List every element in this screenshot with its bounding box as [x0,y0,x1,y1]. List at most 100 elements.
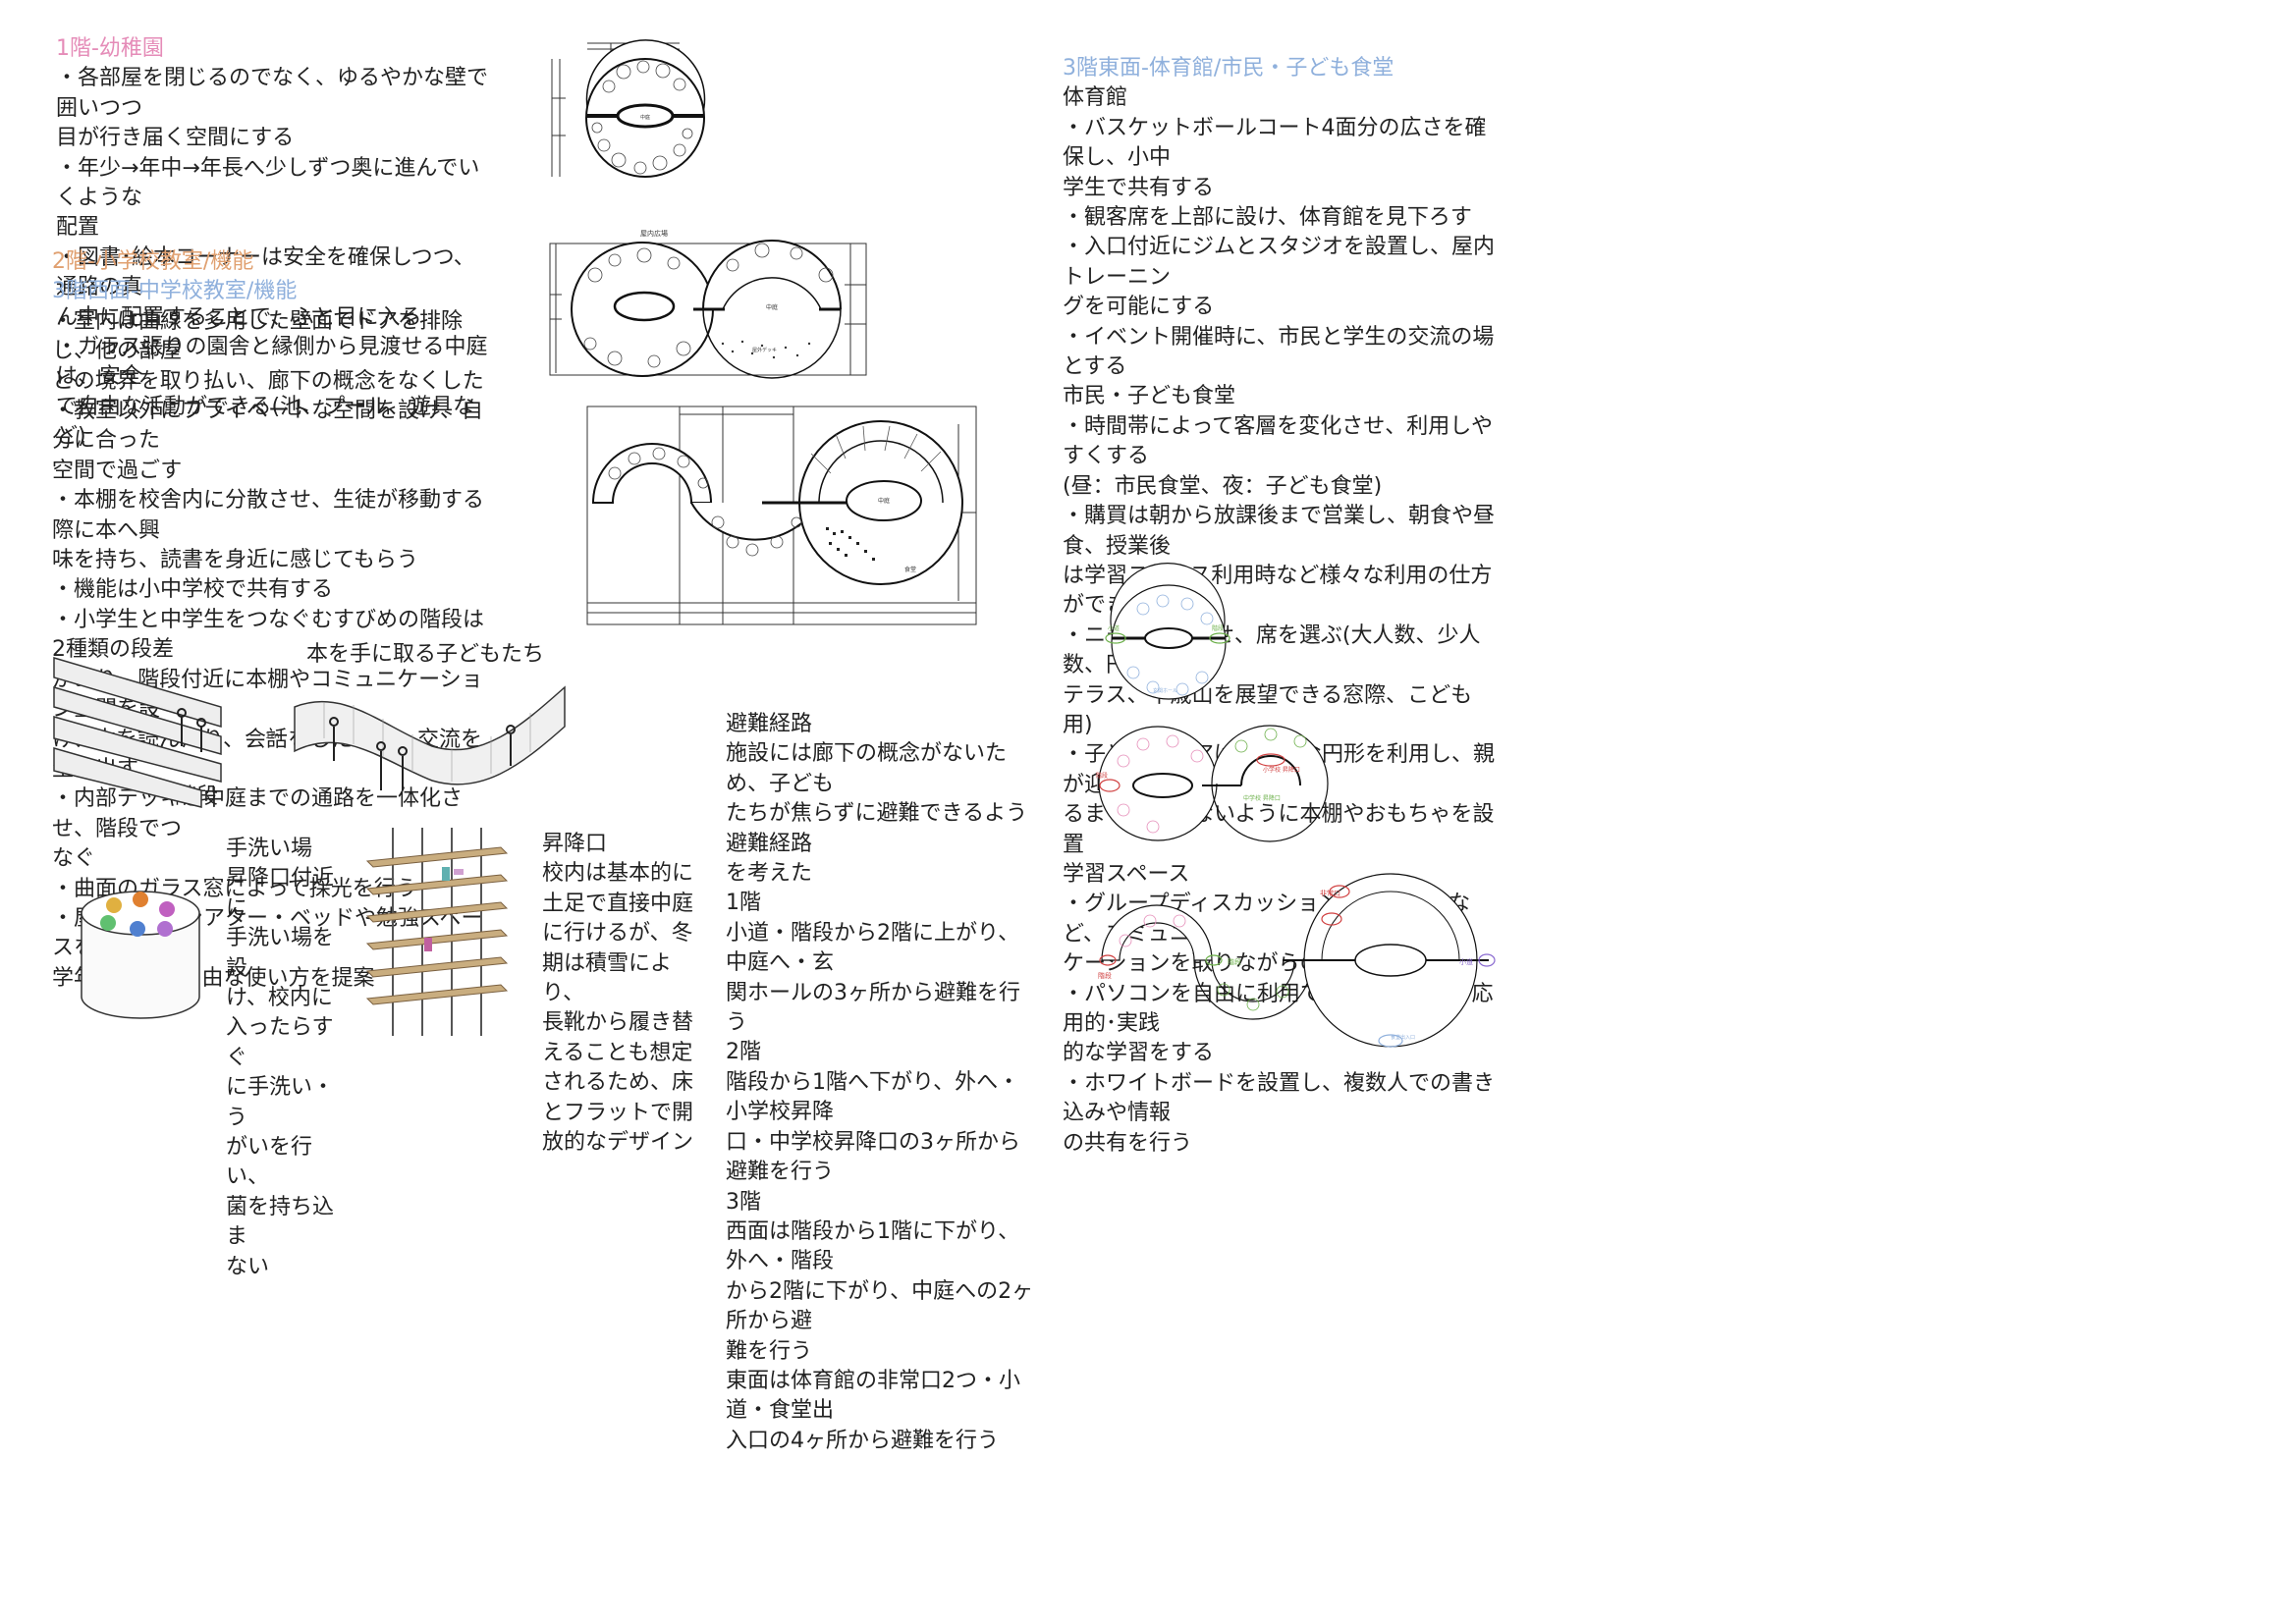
text-line: との境界を取り払い、廊下の概念をなくした [52,368,484,394]
text-line: (昼：市民食堂、夜：子ども食堂) [1063,473,1383,499]
floor3-court-label: 中庭 [878,497,890,505]
evac2-elem-label: 小学校 昇降口 [1263,766,1300,774]
text-line: グを可能にする [1063,295,1215,320]
text-line: に手洗い・う [226,1075,335,1130]
text-line: 味を持ち、読書を身近に感じてもらう [52,548,418,573]
text-line: 入ったらすぐ [226,1015,334,1070]
evac1-hall-label: 玄関ホール [1153,687,1177,694]
text-line: ・小学生と中学生をつなぐむすびめの階段は2種類の段差 [52,607,485,663]
text-line: ・年少→年中→年長へ少しずつ奥に進んでいくような [56,155,480,211]
text-line: 長靴から履き替 [542,1010,694,1036]
text-line: ・本棚を校舎内に分散させ、生徒が移動する際に本へ興 [52,488,485,543]
evac3-cafeteria-exit-label: 食堂出入口 [1391,1034,1415,1041]
text-line: ・購買は朝から放課後まで営業し、朝食や昼食、授業後 [1063,504,1496,559]
text-line: 土足で直接中庭 [542,891,694,916]
stairs-sketch [53,656,222,808]
evac2-junior-label: 中学校 昇降口 [1243,794,1281,802]
text-line: 体育館 [1063,85,1128,111]
text-line: を考えた [726,861,813,887]
text-line: 1階 [726,891,761,916]
school-section: 2階-小学校教室/機能 3階西面-中学校教室/機能 ・室内は曲線を多用した壁面で… [52,247,484,994]
handwash-text: 昇降口付近に手洗い場を設け、校内に入ったらすぐに手洗い・うがいを行い、菌を持ち込… [226,864,354,1282]
text-line: 入口の4ヶ所から避難を行う [726,1428,999,1453]
entrance-text: 校内は基本的に土足で直接中庭に行けるが、冬期は積雪により、長靴から履き替えること… [542,859,699,1158]
text-line: 期は積雪により、 [542,950,673,1006]
text-line: ・観客席を上部に設け、体育館を見下ろす [1063,205,1472,231]
text-line: ・図書･絵本コーナーは安全を確保しつつ、通路の真 [56,244,475,300]
floor2-hall-label: 屋内広場 [640,229,668,238]
kindergarten-text: ・各部屋を閉じるのでなく、ゆるやかな壁で囲いつつ目が行き届く空間にする・年少→年… [56,64,488,452]
text-line: 配置 [56,215,100,241]
evac1-path-label: 小道 [1108,624,1120,632]
text-line: で自由な活動ができる(池、プール、遊具など) [56,394,475,450]
text-line: 3階 [726,1189,761,1215]
books-sketch-title: 本を手に取る子どもたち [306,642,545,667]
text-line: えることも想定 [542,1040,693,1065]
floor2-court-label: 中庭 [766,303,778,311]
text-line: 階段から1階へ下がり、外へ・小学校昇降 [726,1069,1020,1125]
floor1-plan: 中庭 [551,39,706,178]
text-line: 手洗い場を設 [226,926,335,981]
bookwall-height-mark: 1m [265,731,280,741]
floor2-deck-label: 屋外デッキ [752,347,777,353]
text-line: ・内部デッキと中庭までの通路を一体化させ、階段でつ [52,786,464,841]
evac3-center-stairs-label: 階段 [1228,957,1241,966]
text-line: 的な学習をする [1063,1041,1215,1066]
text-line: 口・中学校昇降口の3ヶ所から避難を行う [726,1129,1020,1185]
evacuation-section: 避難経路 施設には廊下の概念がないため、子どもたちが焦らずに避難できるよう避難経… [726,710,1040,1456]
floor2-heading: 2階-小学校教室/機能 [52,249,254,274]
text-line: 菌を持ち込ま [226,1194,335,1250]
text-line: ・室内は曲線を多用した壁面でドアを排除し、他の部屋 [52,308,464,364]
evac3-west-stairs-label: 階段 [1098,971,1112,980]
text-line: 難を行う [726,1338,813,1364]
text-line: 関ホールの3ヶ所から避難を行う [726,980,1020,1036]
text-line: ・バスケットボールコート4面分の広さを確保し、小中 [1063,115,1487,171]
evac-plan-3: 非常口 階段 階段 小道 食堂出入口 [1098,873,1496,1048]
text-line: 放的なデザイン [542,1130,694,1156]
text-line: 東面は体育館の非常口2つ・小道・食堂出 [726,1368,1020,1424]
floor3-cafeteria-label: 食堂 [904,566,916,573]
text-line: ・イベント開催時に、市民と学生の交流の場とする [1063,324,1495,380]
floor2-plan: 屋内広場 中庭 屋外デッキ [549,229,867,379]
floor3-east-heading: 3階東面-体育館/市民・子ども食堂 [1063,56,1394,81]
evacuation-title: 避難経路 [726,712,813,736]
text-line: 西面は階段から1階に下がり、外へ・階段 [726,1218,1020,1274]
evac3-emergency-label: 非常口 [1320,889,1340,897]
text-line: ・各部屋を閉じるのでなく、ゆるやかな壁で囲いつつ [56,66,489,121]
evac-plan-2: 階段 小学校 昇降口 中学校 昇降口 [1096,725,1329,842]
handwash-title: 手洗い場 [226,837,313,861]
text-line: 昇降口付近に [226,866,335,921]
text-line: ・教室以外にプライベートな空間を設け、自分に合った [52,399,483,454]
text-line: から2階に下がり、中庭への2ヶ所から避 [726,1278,1034,1334]
entrance-section: 昇降口 校内は基本的に土足で直接中庭に行けるが、冬期は積雪により、長靴から履き替… [542,830,699,1158]
floor3-plan: 中庭 食堂 [586,406,977,625]
evac-plan-1: 小道 階段 玄関ホール [1105,563,1230,700]
floor3-west-heading: 3階西面-中学校教室/機能 [52,279,298,304]
kindergarten-heading: 1階-幼稚園 [56,36,164,61]
evacuation-text: 施設には廊下の概念がないため、子どもたちが焦らずに避難できるよう避難経路を考えた… [726,739,1040,1456]
text-line: 学習スペース [1063,861,1190,887]
evac1-stairs-label: 階段 [1212,624,1224,632]
text-line: 市民・子ども食堂 [1063,384,1236,409]
gym-cafeteria-text: 体育館・バスケットボールコート4面分の広さを確保し、小中学生で共有する・観客席を… [1063,83,1495,1159]
shoe-shelf-sketch [365,828,509,1036]
text-line: に行けるが、冬 [542,921,693,947]
bookwall-sketch: 1m [265,685,566,790]
text-line: テラス、千歳山を展望できる窓際、こども用) [1063,682,1473,737]
text-line: 空間で過ごす [52,458,183,483]
text-line: なぐ [52,846,96,872]
text-line: とフラットで開 [542,1100,694,1125]
handwash-section: 手洗い場 昇降口付近に手洗い場を設け、校内に入ったらすぐに手洗い・うがいを行い、… [226,835,354,1282]
kindergarten-section: 1階-幼稚園 ・各部屋を閉じるのでなく、ゆるやかな壁で囲いつつ目が行き届く空間に… [56,34,488,453]
text-line: ん中に配置することで、ふと目に入る [56,304,422,330]
text-line: ・時間帯によって客層を変化させ、利用しやすくする [1063,413,1494,469]
text-line: ・ホワイトボードを設置し、複数人での書き込みや情報 [1063,1070,1496,1126]
handwash-sketch [81,891,200,1019]
text-line: されるため、床 [542,1070,694,1096]
entrance-title: 昇降口 [542,832,608,856]
text-line: の共有を行う [1063,1130,1193,1156]
text-line: 目が行き届く空間にする [56,126,295,151]
text-line: 施設には廊下の概念がないため、子ども [726,741,1008,796]
text-line: ・入口付近にジムとスタジオを設置し、屋内トレーニン [1063,235,1496,290]
text-line: 校内は基本的に [542,861,694,887]
